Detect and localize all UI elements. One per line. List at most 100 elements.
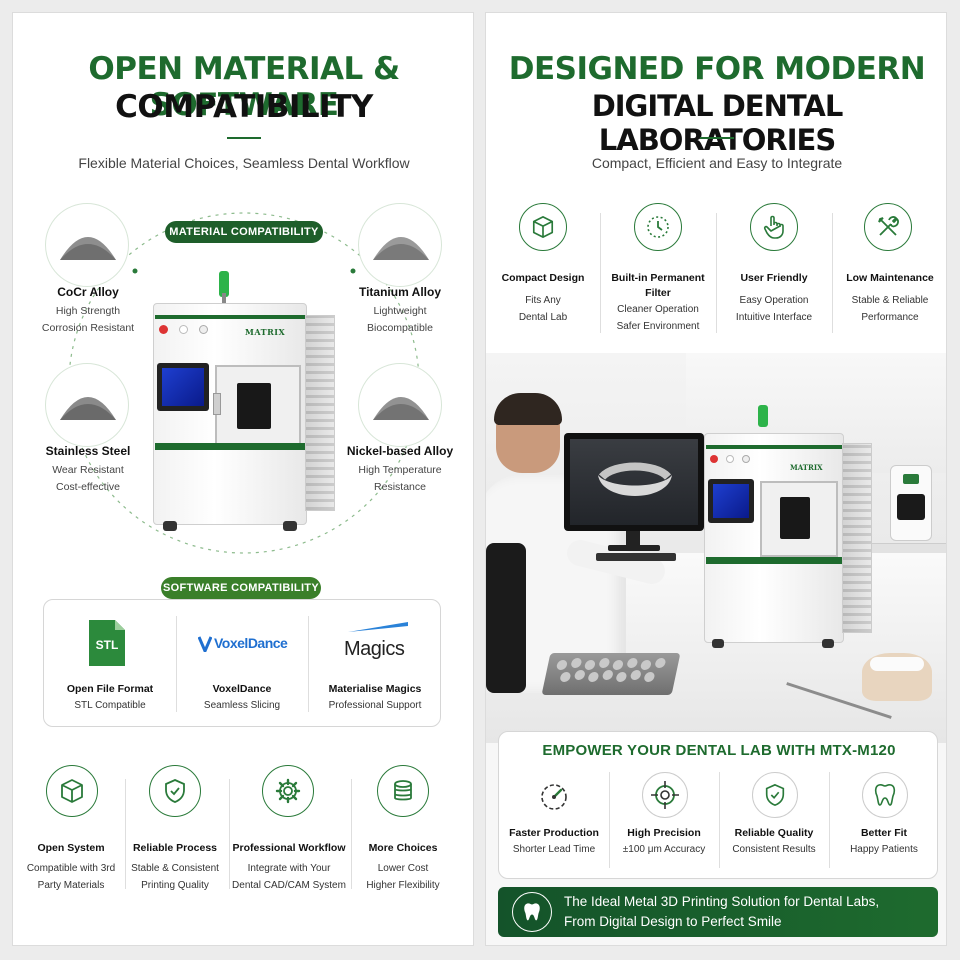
feature-title: Filter bbox=[645, 287, 671, 299]
chair bbox=[486, 543, 526, 693]
title-divider bbox=[227, 137, 261, 139]
material-stainless-text: Stainless Steel Wear Resistant Cost-effe… bbox=[13, 444, 163, 496]
banner-line1: The Ideal Metal 3D Printing Solution for… bbox=[564, 894, 880, 909]
material-name: Nickel-based Alloy bbox=[346, 444, 454, 458]
material-desc: Biocompatible bbox=[367, 322, 433, 334]
feature-desc: Dental Lab bbox=[518, 312, 568, 323]
right-title-line1: DESIGNED FOR MODERN bbox=[508, 51, 926, 87]
right-feature-row: Compact Design Fits Any Dental Lab Built… bbox=[486, 203, 946, 343]
left-feature-row: Open System Compatible with 3rd Party Ma… bbox=[13, 765, 473, 905]
material-desc: Wear Resistant bbox=[52, 464, 124, 476]
benefit-title: Faster Production bbox=[509, 827, 599, 839]
right-title-line2: DIGITAL DENTAL LABORATORIES bbox=[591, 89, 844, 157]
benefit-title: High Precision bbox=[627, 827, 701, 839]
material-titanium-text: Titanium Alloy Lightweight Biocompatible bbox=[325, 285, 473, 337]
emergency-stop-button bbox=[710, 455, 718, 463]
software-desc: STL Compatible bbox=[74, 700, 146, 711]
database-icon bbox=[377, 765, 429, 817]
material-name: CoCr Alloy bbox=[57, 285, 119, 299]
chamber-door bbox=[213, 365, 301, 449]
filter-icon bbox=[634, 203, 682, 251]
material-name: Stainless Steel bbox=[45, 444, 131, 458]
lab-scene: MATRIX bbox=[486, 353, 946, 743]
material-titanium bbox=[358, 203, 442, 287]
tooth-icon bbox=[512, 892, 552, 932]
benefit-title: Better Fit bbox=[860, 827, 908, 839]
stl-file-icon: STL bbox=[87, 618, 127, 668]
benefit-title: Reliable Quality bbox=[734, 827, 814, 839]
touch-screen bbox=[708, 479, 754, 523]
dental-scanner bbox=[890, 465, 932, 541]
right-subtitle: Compact, Efficient and Easy to Integrate bbox=[591, 155, 843, 171]
feature-title: Compact Design bbox=[501, 272, 585, 284]
shield-check-icon bbox=[149, 765, 201, 817]
feature-title: Open System bbox=[37, 842, 105, 854]
side-grille bbox=[842, 443, 872, 633]
feature-desc: Stable & Reliable bbox=[851, 295, 929, 306]
left-panel: OPEN MATERIAL & SOFTWARE COMPATIBILITY F… bbox=[12, 12, 474, 946]
chamber-door bbox=[760, 481, 838, 557]
software-desc: Professional Support bbox=[328, 700, 422, 711]
tools-icon bbox=[864, 203, 912, 251]
benefit-desc: Happy Patients bbox=[850, 844, 918, 855]
printer-machine-right: MATRIX bbox=[704, 405, 874, 651]
material-desc: High Temperature bbox=[358, 464, 442, 476]
feature-desc: Easy Operation bbox=[739, 295, 809, 306]
banner-line2: From Digital Design to Perfect Smile bbox=[564, 914, 782, 929]
feature-desc: Integrate with Your bbox=[247, 863, 331, 874]
material-desc: High Strength bbox=[55, 305, 121, 317]
feature-desc: Party Materials bbox=[37, 880, 105, 891]
software-title: VoxelDance bbox=[212, 683, 272, 695]
software-card: STL Open File Format STL Compatible Voxe… bbox=[43, 599, 441, 727]
software-desc: Seamless Slicing bbox=[203, 700, 281, 711]
matrix-logo: MATRIX bbox=[790, 463, 823, 472]
touch-screen bbox=[157, 363, 209, 411]
feature-title: Low Maintenance bbox=[846, 272, 934, 284]
solution-banner: The Ideal Metal 3D Printing Solution for… bbox=[498, 887, 938, 937]
benefit-desc: ±100 μm Accuracy bbox=[622, 844, 706, 855]
material-cocr bbox=[45, 203, 129, 287]
material-desc: Cost-effective bbox=[56, 481, 120, 493]
matrix-logo: MATRIX bbox=[245, 327, 286, 337]
software-title: Materialise Magics bbox=[328, 683, 422, 695]
voxeldance-logo: VoxelDance bbox=[198, 634, 308, 654]
dental-model bbox=[862, 653, 932, 701]
feature-title: More Choices bbox=[368, 842, 438, 854]
shield-check-icon bbox=[752, 772, 798, 818]
feature-desc: Stable & Consistent bbox=[131, 863, 219, 874]
keyboard bbox=[596, 553, 676, 561]
feature-desc: Printing Quality bbox=[141, 880, 209, 891]
title-divider bbox=[700, 137, 734, 139]
printer-machine-left: MATRIX bbox=[153, 271, 339, 533]
cube-icon bbox=[519, 203, 567, 251]
feature-desc: Lower Cost bbox=[377, 863, 429, 874]
left-title-line2: COMPATIBILITY bbox=[115, 89, 373, 125]
crosshair-icon bbox=[642, 772, 688, 818]
material-cocr-text: CoCr Alloy High Strength Corrosion Resis… bbox=[13, 285, 163, 337]
material-desc: Corrosion Resistant bbox=[41, 322, 135, 334]
material-nickel bbox=[358, 363, 442, 447]
signal-light bbox=[758, 405, 768, 427]
material-compatibility-pill: MATERIAL COMPATIBILITY bbox=[165, 221, 323, 243]
material-desc: Lightweight bbox=[373, 305, 427, 317]
left-subtitle: Flexible Material Choices, Seamless Dent… bbox=[78, 155, 410, 171]
feature-desc: Intuitive Interface bbox=[735, 312, 813, 323]
feature-title: Built-in Permanent bbox=[611, 272, 705, 284]
powder-icon bbox=[358, 363, 442, 447]
monitor bbox=[564, 433, 704, 531]
powder-icon bbox=[358, 203, 442, 287]
signal-light bbox=[219, 271, 229, 297]
material-nickel-text: Nickel-based Alloy High Temperature Resi… bbox=[325, 444, 473, 496]
material-name: Titanium Alloy bbox=[358, 285, 441, 299]
feature-desc: Dental CAD/CAM System bbox=[232, 880, 346, 891]
emergency-stop-button bbox=[159, 325, 168, 334]
feature-desc: Higher Flexibility bbox=[366, 880, 440, 891]
material-stainless bbox=[45, 363, 129, 447]
feature-desc: Compatible with 3rd bbox=[26, 863, 116, 874]
powder-icon bbox=[45, 203, 129, 287]
feature-title: Professional Workflow bbox=[232, 842, 346, 854]
software-compatibility-pill: SOFTWARE COMPATIBILITY bbox=[161, 577, 321, 599]
gear-icon bbox=[262, 765, 314, 817]
speedometer-icon bbox=[534, 776, 574, 816]
benefit-desc: Consistent Results bbox=[732, 844, 816, 855]
